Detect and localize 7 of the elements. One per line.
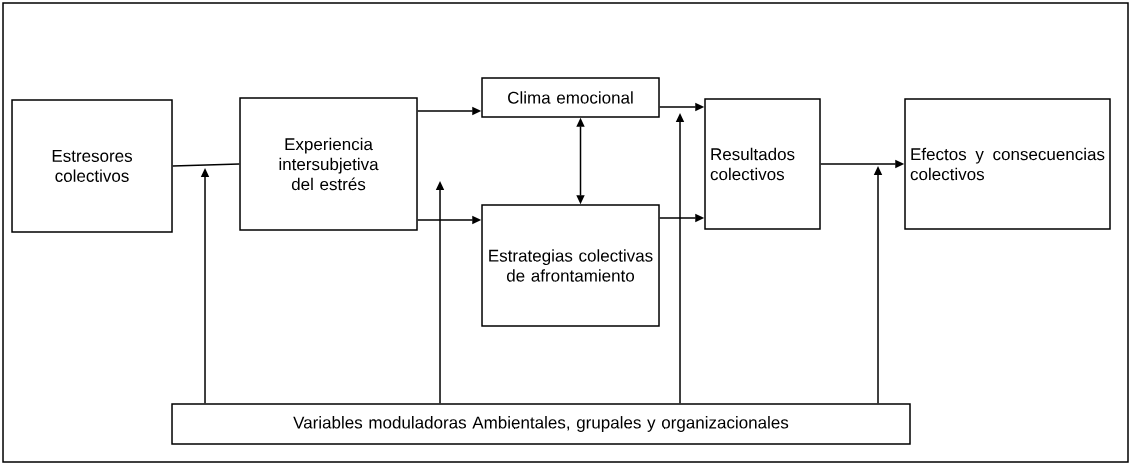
process-box: Experiencia intersubjetiva del estrés [239, 97, 418, 231]
process-box: Clima emocional [481, 77, 660, 118]
process-box: Resultados colectivos [704, 98, 821, 230]
process-box: Estresores colectivos [11, 99, 173, 233]
process-box: Efectos y consecuencias colectivos [904, 98, 1111, 230]
process-box: Estrategias colectivas de afrontamiento [481, 204, 660, 327]
modulator-box: Variables moduladoras Ambientales, grupales y organizacionales [171, 403, 911, 445]
